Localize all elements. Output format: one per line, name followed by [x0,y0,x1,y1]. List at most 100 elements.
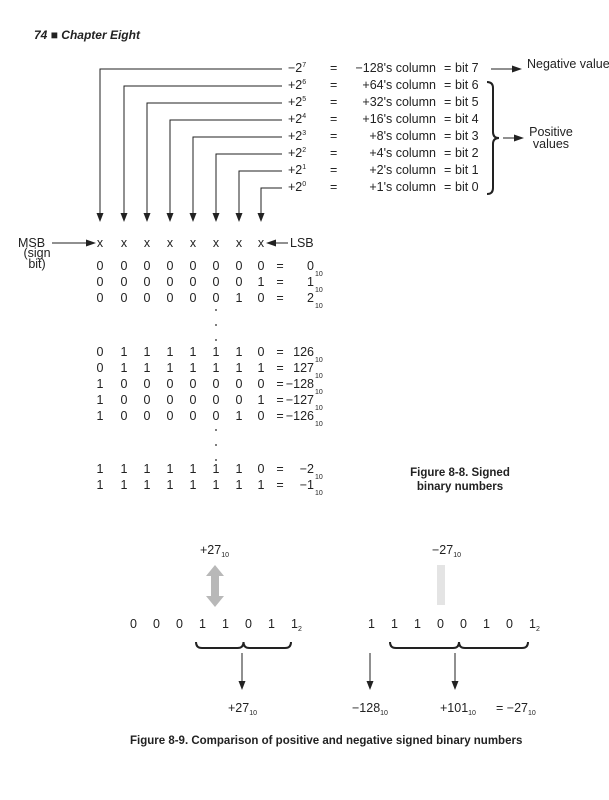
left-bit: 0 [153,617,160,631]
page-number: 74 [34,28,48,42]
column-line-3 [169,119,282,215]
bit-label: bit 2 [455,146,479,160]
left-bit: 0 [176,617,183,631]
positive-brace [486,81,500,195]
bit-placeholder: x [189,236,197,250]
column-power: +24 [288,112,307,126]
bit-placeholder: x [166,236,174,250]
left-title: +2710 [200,543,230,559]
column-arrow-3-head [166,213,174,222]
ellipsis-dot [215,459,217,461]
bit-value: 0 [235,393,243,407]
bit-value: 0 [96,361,104,375]
bit-value: 0 [189,275,197,289]
bit-value: 0 [257,291,265,305]
equals-sign: = [444,95,452,109]
bit-value: 0 [166,409,174,423]
equals-sign: = [444,163,452,177]
bit-label: bit 4 [455,112,479,126]
base-subscript: 10 [315,373,323,380]
equals-sign: = [444,112,452,126]
left-result: +2710 [228,701,258,717]
right-title: −2710 [432,543,462,559]
column-weight: +64's column [362,78,436,92]
bit-value: 1 [235,291,243,305]
bit-value: 0 [166,291,174,305]
decimal-value: −1 [299,478,314,492]
base-subscript: 10 [315,421,323,428]
equals-sign: = [444,61,452,75]
bit-label: bit 6 [455,78,479,92]
equals-sign: = [276,291,284,305]
msb-arrow-head [86,239,96,247]
msb-value: −12810 [352,701,388,717]
bit-value: 1 [189,478,197,492]
bit-value: 0 [257,259,265,273]
bit-placeholder: x [120,236,128,250]
bit-value: 0 [212,259,220,273]
bit-value: 1 [143,462,151,476]
bit-value: 1 [212,462,220,476]
equals-sign: = [330,95,338,109]
bit-value: 1 [235,462,243,476]
right-bit: 1 [483,617,490,631]
equals-sign: = [330,146,338,160]
column-weight: +2's column [369,163,436,177]
gray-double-arrow-icon [206,565,224,607]
bit-value: 1 [257,275,265,289]
negative-value-label: Negative value [527,57,609,71]
left-bit: 1 [222,617,229,631]
bit-value: 1 [212,345,220,359]
bit-value: 1 [120,478,128,492]
bit-value: 1 [166,345,174,359]
left-result-arrow-head [238,681,246,690]
bit-value: 1 [257,478,265,492]
bit-value: 0 [120,275,128,289]
column-power: +20 [288,180,307,194]
separator: ■ [50,28,58,42]
bit-placeholder: x [96,236,104,250]
equals-sign: = [330,112,338,126]
bit-value: 0 [257,377,265,391]
column-line-1 [123,85,282,215]
decimal-value: 1 [307,275,314,289]
bit-label: bit 3 [455,129,479,143]
bit-value: 0 [166,259,174,273]
bit-value: 0 [189,259,197,273]
column-arrow-4-head [189,213,197,222]
lsb-label: LSB [290,236,314,250]
column-power: +25 [288,95,307,109]
bit-value: 1 [235,409,243,423]
bit-placeholder: x [235,236,243,250]
right-bit: 1 [391,617,398,631]
ellipsis-dot [215,309,217,311]
decimal-value: −127 [285,393,314,407]
bit-value: 0 [143,393,151,407]
equals-sign: = [444,129,452,143]
bit-placeholder: x [143,236,151,250]
bit-value: 0 [96,291,104,305]
bit-value: 0 [189,393,197,407]
left-brace [195,641,292,649]
bit-value: 0 [96,275,104,289]
base-subscript: 10 [315,287,323,294]
equals-sign: = [330,61,338,75]
equals-sign: = [276,393,284,407]
right-bit: 1 [368,617,375,631]
rest-result-arrow-head [451,681,459,690]
decimal-value: −126 [285,409,314,423]
bit-placeholder: x [257,236,265,250]
bit-value: 0 [143,377,151,391]
equals-sign: = [276,345,284,359]
rest-value: +10110 [440,701,476,717]
ellipsis-dot [215,339,217,341]
column-arrow-5-head [212,213,220,222]
bit-label: bit 7 [455,61,479,75]
column-arrow-7-head [257,213,265,222]
equals-sign: = [330,78,338,92]
bit-value: 0 [143,409,151,423]
equals-sign: = [276,478,284,492]
negative-arrow-head [512,65,522,73]
right-bit: 1 [414,617,421,631]
